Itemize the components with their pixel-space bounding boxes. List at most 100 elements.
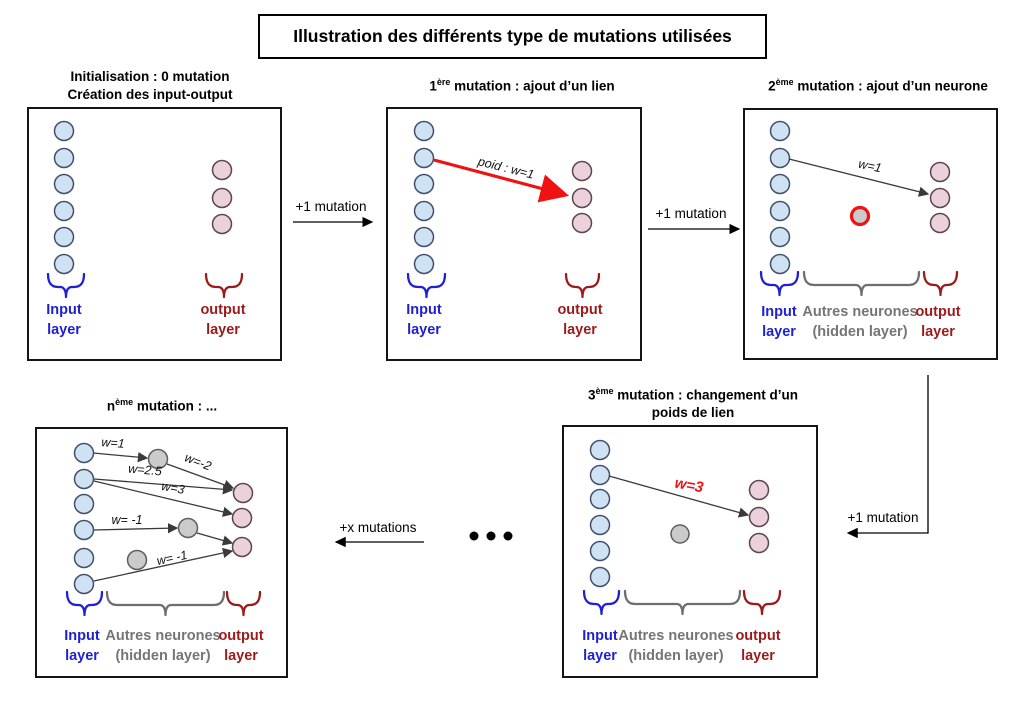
panel-second-title: 2ème mutation : ajout d’un neurone <box>748 77 1008 95</box>
panel-first-title: 1ère mutation : ajout d’un lien <box>402 77 642 95</box>
input-brace <box>46 272 86 299</box>
panel-third-hidden-label: Autres neurones (hidden layer) <box>611 626 741 667</box>
input-label-line1: Input <box>582 628 618 644</box>
input-neurons <box>769 120 791 275</box>
input-label-line2: layer <box>47 322 81 339</box>
panel-nth-hidden-label: Autres neurones (hidden layer) <box>98 626 228 667</box>
input-neuron <box>589 488 611 510</box>
output-neuron <box>929 161 951 183</box>
output-brace <box>225 590 262 617</box>
link-in4-h2 <box>92 523 179 534</box>
panel-second-input-label: Input layer <box>739 302 819 343</box>
panel-second-hidden-label: Autres neurones (hidden layer) <box>795 302 925 343</box>
panel-first-title-rest: mutation : ajout d’un lien <box>450 78 615 94</box>
panel-init-output-label: output layer <box>183 300 263 341</box>
weight-label-wm1a: w= -1 <box>111 513 143 527</box>
input-brace <box>406 272 447 299</box>
input-neuron <box>73 573 95 595</box>
input-label-line2: layer <box>407 322 441 339</box>
input-label-line2: layer <box>65 648 99 665</box>
panel-third-input-label: Input layer <box>560 626 640 667</box>
input-neuron <box>73 547 95 569</box>
output-label-line2: layer <box>741 648 775 665</box>
input-neurons <box>73 442 95 595</box>
input-neuron <box>589 439 611 461</box>
input-neuron <box>73 468 95 490</box>
output-neuron <box>748 506 770 528</box>
panel-init-title: Initialisation : 0 mutation Création des… <box>30 68 270 104</box>
output-neurons <box>231 482 254 558</box>
input-label-line1: Input <box>64 628 100 644</box>
hidden-label-line2: (hidden layer) <box>812 324 908 341</box>
input-brace <box>582 589 621 616</box>
dot <box>469 531 479 541</box>
panel-nth-network <box>65 442 262 617</box>
output-neurons <box>929 161 951 234</box>
output-label-line1: output <box>735 628 781 644</box>
panel-third-box <box>562 425 818 678</box>
panel-init-box <box>27 107 282 361</box>
stepx-label: +x mutations <box>339 520 417 535</box>
main-title-box: Illustration des différents type de muta… <box>258 14 767 59</box>
output-neuron <box>232 482 254 504</box>
panel-first-input-label: Input layer <box>384 300 464 341</box>
panel-third-title: 3ème mutation : changement d’un poids de… <box>573 386 813 422</box>
input-neuron <box>53 147 75 169</box>
input-label-line2: layer <box>762 324 796 341</box>
output-label-line2: layer <box>921 324 955 341</box>
panel-second-title-rest: mutation : ajout d’un neurone <box>793 78 988 94</box>
panel-first-title-num: 1 <box>429 78 437 94</box>
link-h1-out1 <box>166 463 235 490</box>
step2-label: +1 mutation <box>655 206 727 221</box>
output-neurons <box>748 479 770 554</box>
input-label-line1: Input <box>406 302 442 318</box>
panel-first-title-sup: ère <box>436 77 451 87</box>
panel-second-title-num: 2 <box>768 78 776 94</box>
input-neuron <box>413 200 435 222</box>
link-in2-out2 <box>93 480 234 517</box>
panel-second-output-label: output layer <box>898 302 978 343</box>
output-brace <box>742 589 782 616</box>
output-brace <box>922 270 959 297</box>
input-brace <box>65 590 104 617</box>
output-label-line1: output <box>557 302 603 318</box>
hidden-label-line1: Autres neurones <box>105 628 221 644</box>
output-neuron <box>231 536 253 558</box>
hidden-brace <box>105 590 226 617</box>
main-title: Illustration des différents type de muta… <box>293 26 732 46</box>
panel-init-network <box>46 120 244 299</box>
link-in2-out1 <box>93 478 234 495</box>
input-neuron <box>769 226 791 248</box>
input-neuron <box>53 226 75 248</box>
hidden-label-line2: (hidden layer) <box>628 648 724 665</box>
input-neurons <box>589 439 611 588</box>
panel-first-output-label: output layer <box>540 300 620 341</box>
dot <box>486 531 496 541</box>
panel-third-output-label: output layer <box>718 626 798 667</box>
hidden-brace <box>623 589 742 616</box>
input-neuron <box>769 253 791 275</box>
hidden-brace <box>802 270 921 297</box>
input-neuron <box>73 442 95 464</box>
new-link-arrow <box>433 158 570 203</box>
hidden-label-line2: (hidden layer) <box>115 648 211 665</box>
output-neuron <box>929 212 951 234</box>
panel-third-title-rest: mutation : changement d’un <box>613 387 799 403</box>
output-brace <box>564 272 601 299</box>
hidden-neuron <box>126 549 148 571</box>
new-hidden-neuron-highlighted <box>849 205 871 227</box>
input-neuron <box>53 253 75 275</box>
panel-second-network <box>759 120 959 297</box>
ellipsis-dots <box>469 531 513 541</box>
step3-label: +1 mutation <box>847 510 919 525</box>
dot <box>503 531 513 541</box>
panel-nth-title: nème mutation : ... <box>52 397 272 415</box>
hidden-neuron <box>670 524 690 544</box>
link-in1-h1 <box>92 451 149 463</box>
input-neuron <box>53 173 75 195</box>
input-neuron <box>73 519 95 541</box>
input-neuron <box>769 120 791 142</box>
panel-nth-output-label: output layer <box>201 626 281 667</box>
output-neuron <box>929 187 951 209</box>
